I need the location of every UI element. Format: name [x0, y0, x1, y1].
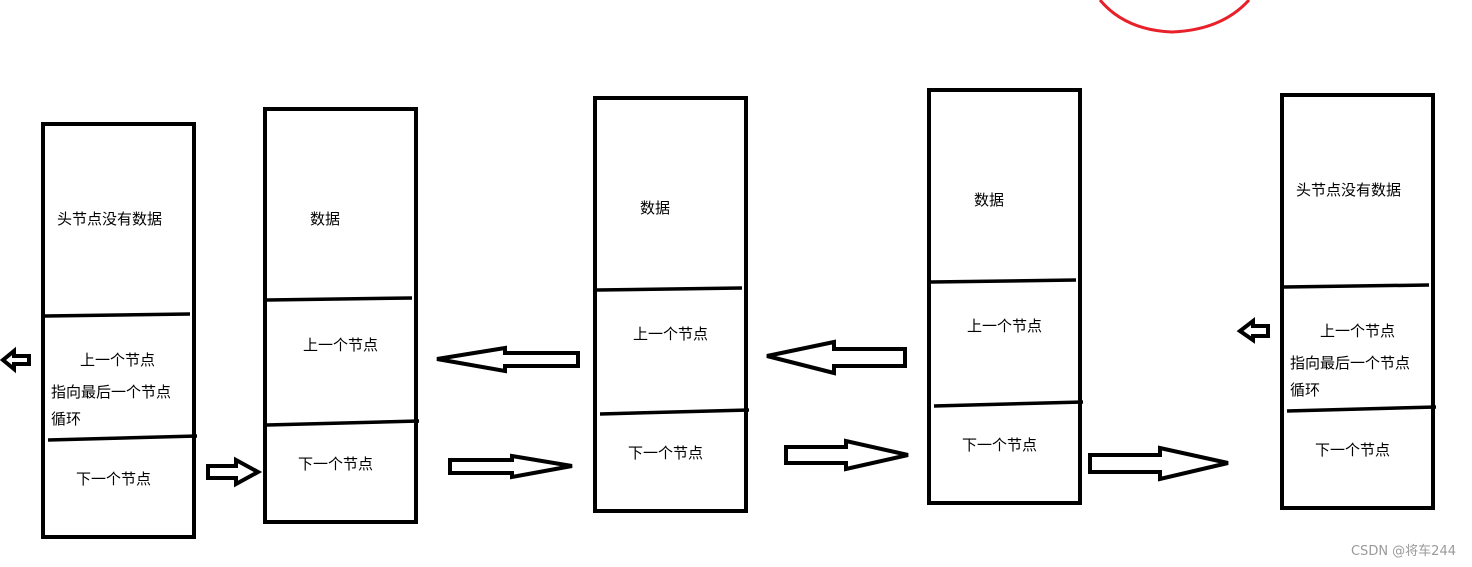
- right-arrow-icon-2-3: [448, 453, 573, 480]
- node-5-prev-label: 上一个节点: [1320, 322, 1395, 340]
- node-1-note-line1: 指向最后一个节点: [51, 383, 171, 401]
- node-4: 数据 上一个节点 下一个节点: [927, 88, 1084, 505]
- node-2: 数据 上一个节点 下一个节点: [263, 107, 420, 524]
- node-2-divider-bottom: [266, 419, 420, 427]
- node-1-next-label: 下一个节点: [76, 470, 151, 488]
- right-arrow-icon-1-2: [206, 456, 263, 488]
- node-1: 头节点没有数据 上一个节点 指向最后一个节点 循环 下一个节点: [41, 122, 198, 539]
- node-2-data-label: 数据: [310, 210, 340, 228]
- node-5: 头节点没有数据 上一个节点 指向最后一个节点 循环 下一个节点: [1280, 93, 1437, 510]
- node-5-note-line1: 指向最后一个节点: [1290, 354, 1410, 372]
- node-1-box: [41, 122, 196, 539]
- node-5-next-label: 下一个节点: [1315, 441, 1390, 459]
- node-5-divider-top: [1283, 283, 1430, 289]
- node-5-note-line2: 循环: [1290, 381, 1320, 399]
- left-arrow-icon-edge: [0, 346, 31, 374]
- node-2-prev-label: 上一个节点: [303, 336, 378, 354]
- right-arrow-icon-3-4: [784, 438, 909, 472]
- left-arrow-icon-node5: [1236, 316, 1270, 344]
- node-4-data-label: 数据: [974, 191, 1004, 209]
- node-1-prev-label: 上一个节点: [80, 351, 155, 369]
- node-2-next-label: 下一个节点: [298, 455, 373, 473]
- node-3-divider-bottom: [599, 408, 750, 416]
- node-4-prev-label: 上一个节点: [967, 317, 1042, 335]
- node-5-divider-bottom: [1286, 405, 1437, 413]
- node-3-data-label: 数据: [640, 199, 670, 217]
- node-5-data-label: 头节点没有数据: [1296, 181, 1401, 199]
- node-3-divider-top: [596, 286, 743, 292]
- node-2-divider-top: [266, 296, 413, 302]
- node-3-box: [593, 96, 748, 513]
- node-1-divider-bottom: [47, 434, 198, 442]
- node-2-box: [263, 107, 418, 524]
- node-4-divider-bottom: [933, 400, 1084, 408]
- node-1-data-label: 头节点没有数据: [57, 210, 162, 228]
- node-1-divider-top: [44, 312, 191, 318]
- node-4-divider-top: [930, 278, 1077, 284]
- left-arrow-icon-4-3: [766, 339, 907, 376]
- node-4-box: [927, 88, 1082, 505]
- node-3: 数据 上一个节点 下一个节点: [593, 96, 750, 513]
- node-3-prev-label: 上一个节点: [633, 325, 708, 343]
- node-1-note-line2: 循环: [51, 410, 81, 428]
- left-arrow-icon-3-2: [436, 345, 580, 374]
- node-3-next-label: 下一个节点: [628, 444, 703, 462]
- node-4-next-label: 下一个节点: [962, 436, 1037, 454]
- red-annotation-circle: [1098, 0, 1251, 34]
- node-5-box: [1280, 93, 1435, 510]
- watermark: CSDN @将车244: [1351, 543, 1456, 559]
- right-arrow-icon-4-5: [1088, 445, 1229, 482]
